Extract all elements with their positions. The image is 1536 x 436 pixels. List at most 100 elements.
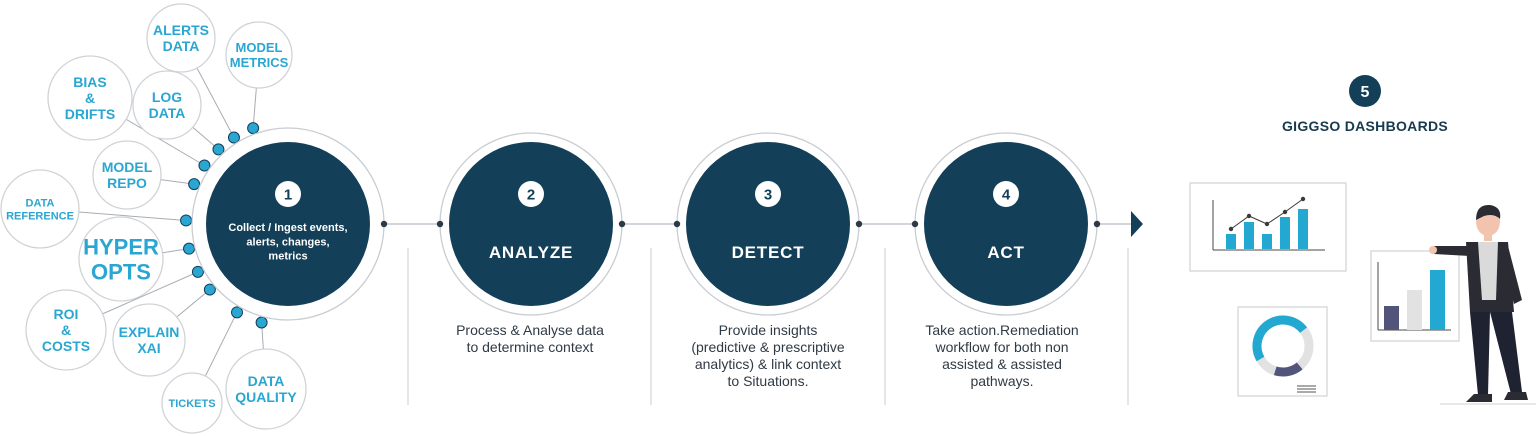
source-connector-dot (212, 143, 225, 156)
source-bubble (47, 55, 133, 141)
step-number: 4 (1002, 187, 1011, 204)
step-3-caption: Provide insights (predictive & prescript… (660, 322, 876, 390)
donut-chart-panel (1237, 306, 1328, 397)
step-number: 2 (527, 187, 535, 204)
step-4-caption-line: workflow for both non (935, 339, 1069, 355)
source-connector-dot (191, 265, 204, 278)
flow-dot (618, 220, 626, 228)
source-bias-drifts: BIAS&DRIFTS (47, 55, 211, 172)
step-disc (686, 142, 850, 306)
source-connector-dot (183, 242, 196, 255)
source-connector-dot (227, 131, 240, 144)
source-label: ROI (54, 306, 79, 322)
source-bubble (78, 216, 164, 302)
source-label: REPO (107, 175, 147, 191)
source-label: XAI (137, 340, 160, 356)
step-3-caption-line: (predictive & prescriptive (691, 339, 845, 355)
source-connector (204, 312, 238, 377)
source-bubble (0, 169, 80, 249)
presenter-figure-icon (1429, 204, 1536, 405)
source-connector (125, 118, 205, 166)
step-5-number: 5 (1361, 84, 1370, 101)
source-connector-dot (198, 159, 211, 172)
source-connector-dot (180, 214, 193, 227)
source-label: & (85, 90, 95, 106)
source-connector (196, 67, 235, 138)
dashboard-title: GIGGSO DASHBOARDS (1281, 118, 1449, 134)
step-number: 1 (284, 187, 292, 204)
source-bubble (92, 140, 162, 210)
source-label: METRICS (230, 55, 289, 70)
step-2-caption: Process & Analyse data to determine cont… (425, 322, 635, 356)
flow-dot (673, 220, 681, 228)
step-title: alerts, changes, (246, 236, 329, 248)
step-disc (206, 142, 370, 306)
source-label: ALERTS (153, 22, 209, 38)
step-number: 3 (764, 187, 772, 204)
source-connector-dot (247, 122, 260, 135)
source-label: MODEL (102, 159, 153, 175)
source-label: LOG (152, 89, 182, 105)
flow-dot (1093, 220, 1101, 228)
source-label: BIAS (73, 74, 106, 90)
source-connector (176, 289, 211, 318)
source-bubble (112, 303, 186, 377)
flow-dot (911, 220, 919, 228)
column-dividers (407, 248, 1129, 405)
bar-chart-panel (1370, 250, 1460, 342)
source-bubble (225, 348, 307, 430)
source-connector (78, 211, 187, 221)
step-3-caption-line: to Situations. (727, 373, 809, 389)
step-4-caption-line: Take action.Remediation (925, 322, 1079, 338)
step-title: Collect / Ingest events, (228, 222, 347, 234)
step-4-caption-line: pathways. (970, 373, 1034, 389)
source-connector-dot (203, 283, 216, 296)
source-label: MODEL (236, 40, 283, 55)
source-connector (252, 87, 257, 129)
step-4-caption-line: assisted & assisted (942, 356, 1062, 372)
step-disc (924, 142, 1088, 306)
step-2-caption-line: to determine context (466, 339, 594, 355)
step-3-caption-line: analytics) & link context (694, 356, 842, 372)
flow-arrow-icon (1131, 211, 1143, 237)
source-label: DATA (26, 198, 55, 210)
source-roi-costs: ROI&COSTS (25, 265, 204, 371)
source-label: OPTS (91, 260, 151, 285)
step-title: DETECT (732, 243, 805, 262)
bar-line-chart-panel (1189, 182, 1347, 272)
step-number-badge (275, 181, 301, 207)
dashboard-illustration: 5 (1189, 75, 1536, 405)
source-bubble (225, 21, 293, 89)
source-connector-dot (231, 306, 243, 319)
source-label: EXPLAIN (119, 324, 180, 340)
source-label: DATA (163, 38, 200, 54)
flow-dot (436, 220, 444, 228)
step-5-badge (1349, 75, 1381, 107)
source-bubble (25, 289, 107, 371)
flow-dot (855, 220, 863, 228)
source-bubble (146, 3, 216, 73)
source-label: DRIFTS (65, 106, 116, 122)
step-title: ANALYZE (489, 243, 573, 262)
source-label: DATA (248, 373, 285, 389)
source-connector-dot (255, 316, 268, 329)
step-number-badge (518, 181, 544, 207)
source-bubble (132, 70, 202, 140)
source-label: & (61, 322, 71, 338)
source-label: HYPER (83, 234, 159, 259)
source-bubble (161, 372, 223, 434)
source-label: QUALITY (235, 389, 297, 405)
step-title: ACT (987, 243, 1024, 262)
